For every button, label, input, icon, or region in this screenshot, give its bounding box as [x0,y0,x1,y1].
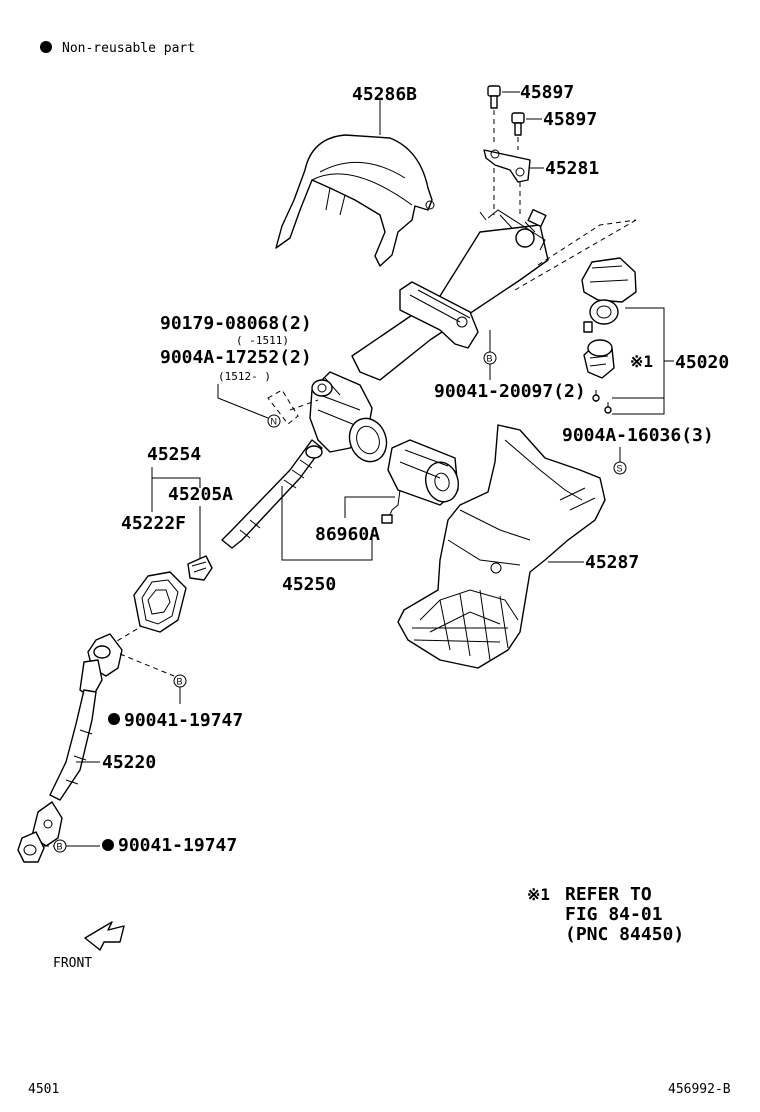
refer-line1: REFER TO [565,884,652,905]
column-cover-drawing [275,134,435,267]
callout-B-lower-text: B [57,842,63,852]
label-90041-19747a: 90041-19747 [124,710,243,731]
front-arrow-icon [84,921,125,951]
callout-B-upper-text: B [177,677,183,687]
clamp-45205A-drawing [187,555,213,581]
leader-90179 [217,384,269,419]
label-90179-range: ( -1511) [236,334,289,347]
label-45250: 45250 [282,574,336,595]
label-90041-19747b: 90041-19747 [118,835,237,856]
leader-45254 [151,467,201,488]
label-90041-20097: 90041-20097(2) [434,381,586,402]
callout-B-20097-text: B [487,354,493,364]
refer-mark: ※1 [527,885,550,904]
footer-left: 4501 [28,1082,59,1097]
dash-upper-bolt [119,653,175,677]
label-45220: 45220 [102,752,156,773]
non-reusable-bullet-icon [102,839,114,851]
label-45205A: 45205A [168,484,233,505]
callout-S [613,461,627,475]
label-45281: 45281 [545,158,599,179]
boot-45222F-drawing [133,571,187,633]
bolts-and-clamp-drawing [483,85,531,218]
callout-S-text: S [617,464,623,474]
screw-N-drawing [267,389,319,425]
label-45222F: 45222F [121,513,186,534]
label-45897b: 45897 [543,109,597,130]
intermediate-shaft-drawing [17,633,123,863]
steering-column-drawing [221,208,549,549]
refer-line3: (PNC 84450) [565,924,684,945]
refer-line2: FIG 84-01 [565,904,663,925]
label-86960A: 86960A [315,524,380,545]
label-45287: 45287 [585,552,639,573]
label-45897a: 45897 [520,82,574,103]
label-45020-note: ※1 [630,352,653,371]
ignition-switch-drawing [514,219,637,414]
label-9004A-range: (1512- ) [218,370,271,383]
callout-N-text: N [271,417,278,427]
leader-45250 [281,486,373,561]
label-9004A-16036: 9004A-16036(3) [562,425,714,446]
label-45020: 45020 [675,352,729,373]
legend-text: Non-reusable part [62,41,195,56]
footer-right: 456992-B [668,1082,731,1097]
label-9004A-17252: 9004A-17252(2) [160,347,312,368]
callout-N [267,414,281,428]
lower-cover-drawing [397,424,606,669]
dash-shaft-boot [101,625,143,651]
non-reusable-bullet-icon [108,713,120,725]
leader-86960A [344,496,395,518]
label-45254: 45254 [147,444,201,465]
label-90179: 90179-08068(2) [160,313,312,334]
label-45286B: 45286B [352,84,417,105]
front-label: FRONT [53,956,92,971]
non-reusable-bullet-icon [40,41,52,53]
motor-drawing [381,439,459,524]
